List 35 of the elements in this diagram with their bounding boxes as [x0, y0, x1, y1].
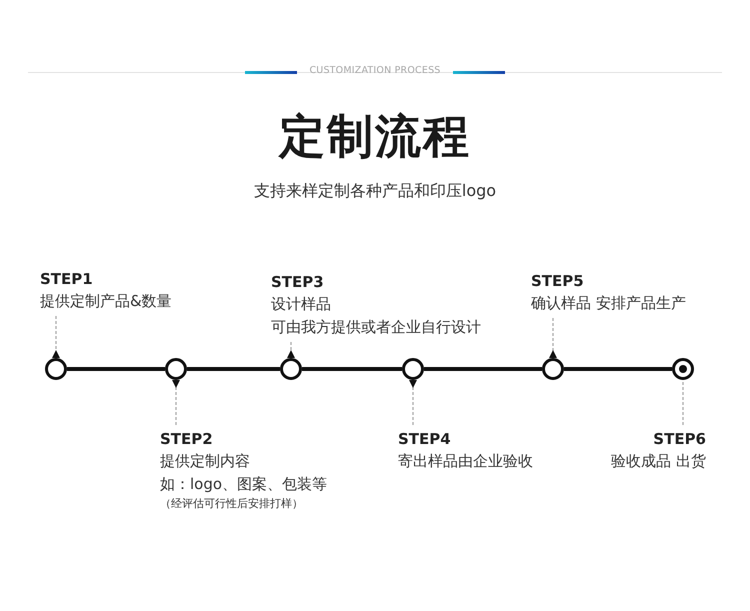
- leader-line: [172, 380, 180, 426]
- leader-line: [409, 380, 417, 426]
- timeline-line: [564, 367, 672, 371]
- step-description: 提供定制内容: [160, 451, 250, 472]
- timeline-line: [424, 367, 542, 371]
- leader-line: [549, 318, 557, 358]
- timeline-circle: [165, 358, 187, 380]
- title: 定制流程: [277, 108, 472, 165]
- step-heading: STEP6: [653, 429, 706, 450]
- timeline-line: [67, 367, 165, 371]
- step-description: 设计样品: [271, 294, 331, 315]
- step-description: 寄出样品由企业验收: [398, 451, 533, 472]
- step-note: （经评估可行性后安排打样）: [160, 496, 303, 512]
- step-heading: STEP2: [160, 429, 213, 450]
- step-heading: STEP4: [398, 429, 451, 450]
- timeline-circle: [542, 358, 564, 380]
- leader-line: [52, 316, 60, 358]
- step-description: 可由我方提供或者企业自行设计: [271, 317, 481, 338]
- timeline-circle: [280, 358, 302, 380]
- step-description: 确认样品 安排产品生产: [531, 293, 686, 314]
- step-description: 如：logo、图案、包装等: [160, 474, 328, 495]
- timeline-line: [187, 367, 280, 371]
- step-description: 验收成品 出货: [611, 451, 706, 472]
- timeline-circle: [45, 358, 67, 380]
- step-heading: STEP1: [40, 269, 93, 290]
- step-description: 提供定制产品&数量: [40, 291, 172, 312]
- timeline-circle: [672, 358, 694, 380]
- step-heading: STEP5: [531, 271, 584, 292]
- subtitle: 支持来样定制各种产品和印压logo: [252, 181, 498, 202]
- leader-line: [682, 380, 684, 426]
- step-heading: STEP3: [271, 272, 324, 293]
- timeline-line: [302, 367, 402, 371]
- timeline-circle: [402, 358, 424, 380]
- section-kicker: CUSTOMIZATION PROCESS: [308, 65, 442, 76]
- leader-line: [287, 342, 295, 358]
